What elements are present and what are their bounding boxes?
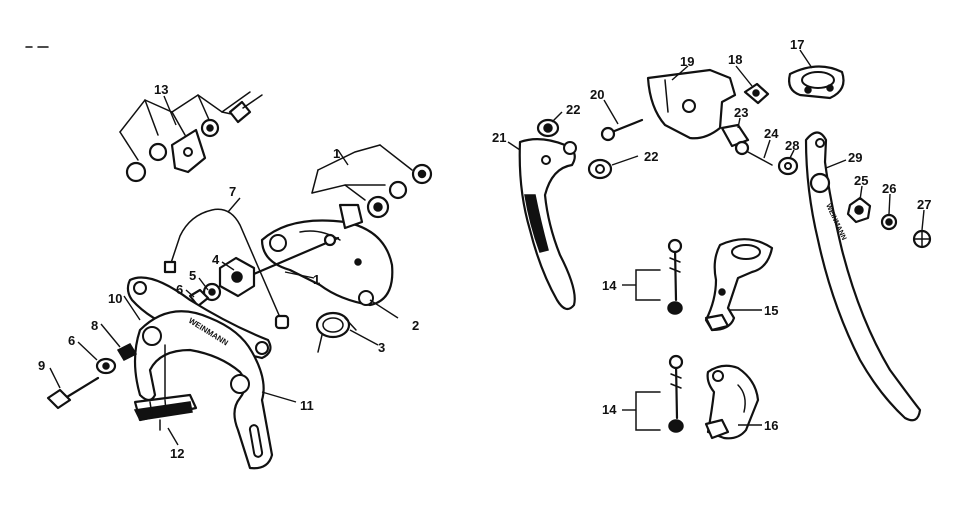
callout-6-upper: 6: [176, 282, 183, 297]
part-7-spring-end: [163, 260, 177, 274]
callout-2: 2: [412, 318, 419, 333]
callout-28: 28: [785, 138, 799, 153]
part-4-nut: [218, 256, 256, 298]
callout-7: 7: [229, 184, 236, 199]
callout-8: 8: [91, 318, 98, 333]
callout-14-upper: 14: [602, 278, 617, 293]
part-26-washer-hole: [885, 218, 893, 226]
callout-9: 9: [38, 358, 45, 373]
callout-13: 13: [154, 82, 168, 97]
part-28-washer: [777, 156, 799, 176]
part-29-hand-lever: WEINMANN: [804, 131, 922, 422]
callout-14-lower: 14: [602, 402, 617, 417]
callout-12: 12: [170, 446, 184, 461]
callout-11: 11: [300, 398, 314, 413]
callout-22-upper: 22: [566, 102, 580, 117]
callout-5: 5: [189, 268, 196, 283]
part-17-band-clamp: [788, 65, 845, 100]
part-24-spring: [747, 151, 773, 166]
part-15-clamp-bracket: [704, 238, 774, 332]
callout-6-lower: 6: [68, 333, 75, 348]
callout-24: 24: [764, 126, 779, 141]
callout-1-upper: 1: [333, 146, 340, 161]
callout-10: 10: [108, 291, 122, 306]
callout-1-lower: 1: [313, 272, 320, 287]
part-12-brake-shoe: [133, 393, 198, 431]
part-1-washer-set-upper: [311, 144, 433, 219]
callout-27: 27: [917, 197, 931, 212]
callout-26: 26: [882, 181, 896, 196]
part-14-bolt-lower: [668, 354, 684, 433]
callout-3: 3: [378, 340, 385, 355]
part-22-washer-upper: [536, 118, 560, 138]
callout-23: 23: [734, 105, 748, 120]
part-7-spring-end: [274, 314, 290, 330]
callout-22-lower: 22: [644, 149, 658, 164]
part-5-washer-hole: [208, 288, 216, 296]
callout-29: 29: [848, 150, 862, 165]
part-14-bolt-upper: [667, 238, 683, 315]
part-14-bracket-lower: [635, 391, 661, 431]
part-20-pivot-screw: [600, 118, 644, 142]
part-3-coil-spring: [315, 311, 357, 353]
callout-17: 17: [790, 37, 804, 52]
part-9-bolt: [46, 376, 100, 410]
part-27-cap-nut: [912, 229, 932, 249]
callout-19: 19: [680, 54, 694, 69]
part-22-washer-lower: [587, 158, 613, 180]
callout-21: 21: [492, 130, 506, 145]
callout-4: 4: [212, 252, 220, 267]
part-16-clamp-bracket: [704, 364, 760, 440]
callout-25: 25: [854, 173, 868, 188]
part-18-screw: [743, 82, 770, 105]
callout-18: 18: [728, 52, 742, 67]
part-2-caliper-arm-back: [260, 203, 394, 307]
part-7-return-spring: [169, 208, 283, 323]
part-25-nut: [846, 196, 872, 224]
part-8-nut: [116, 343, 138, 361]
part-19-lever-body: [646, 68, 737, 140]
part-14-bracket-upper: [635, 269, 661, 301]
callout-20: 20: [590, 87, 604, 102]
part-6-washer-hole: [102, 362, 110, 370]
part-13-hardware-group: [119, 91, 263, 183]
callout-16: 16: [764, 418, 778, 433]
callout-15: 15: [764, 303, 778, 318]
part-23-adjuster: [720, 123, 750, 156]
part-21-brake-lever: [518, 138, 577, 311]
